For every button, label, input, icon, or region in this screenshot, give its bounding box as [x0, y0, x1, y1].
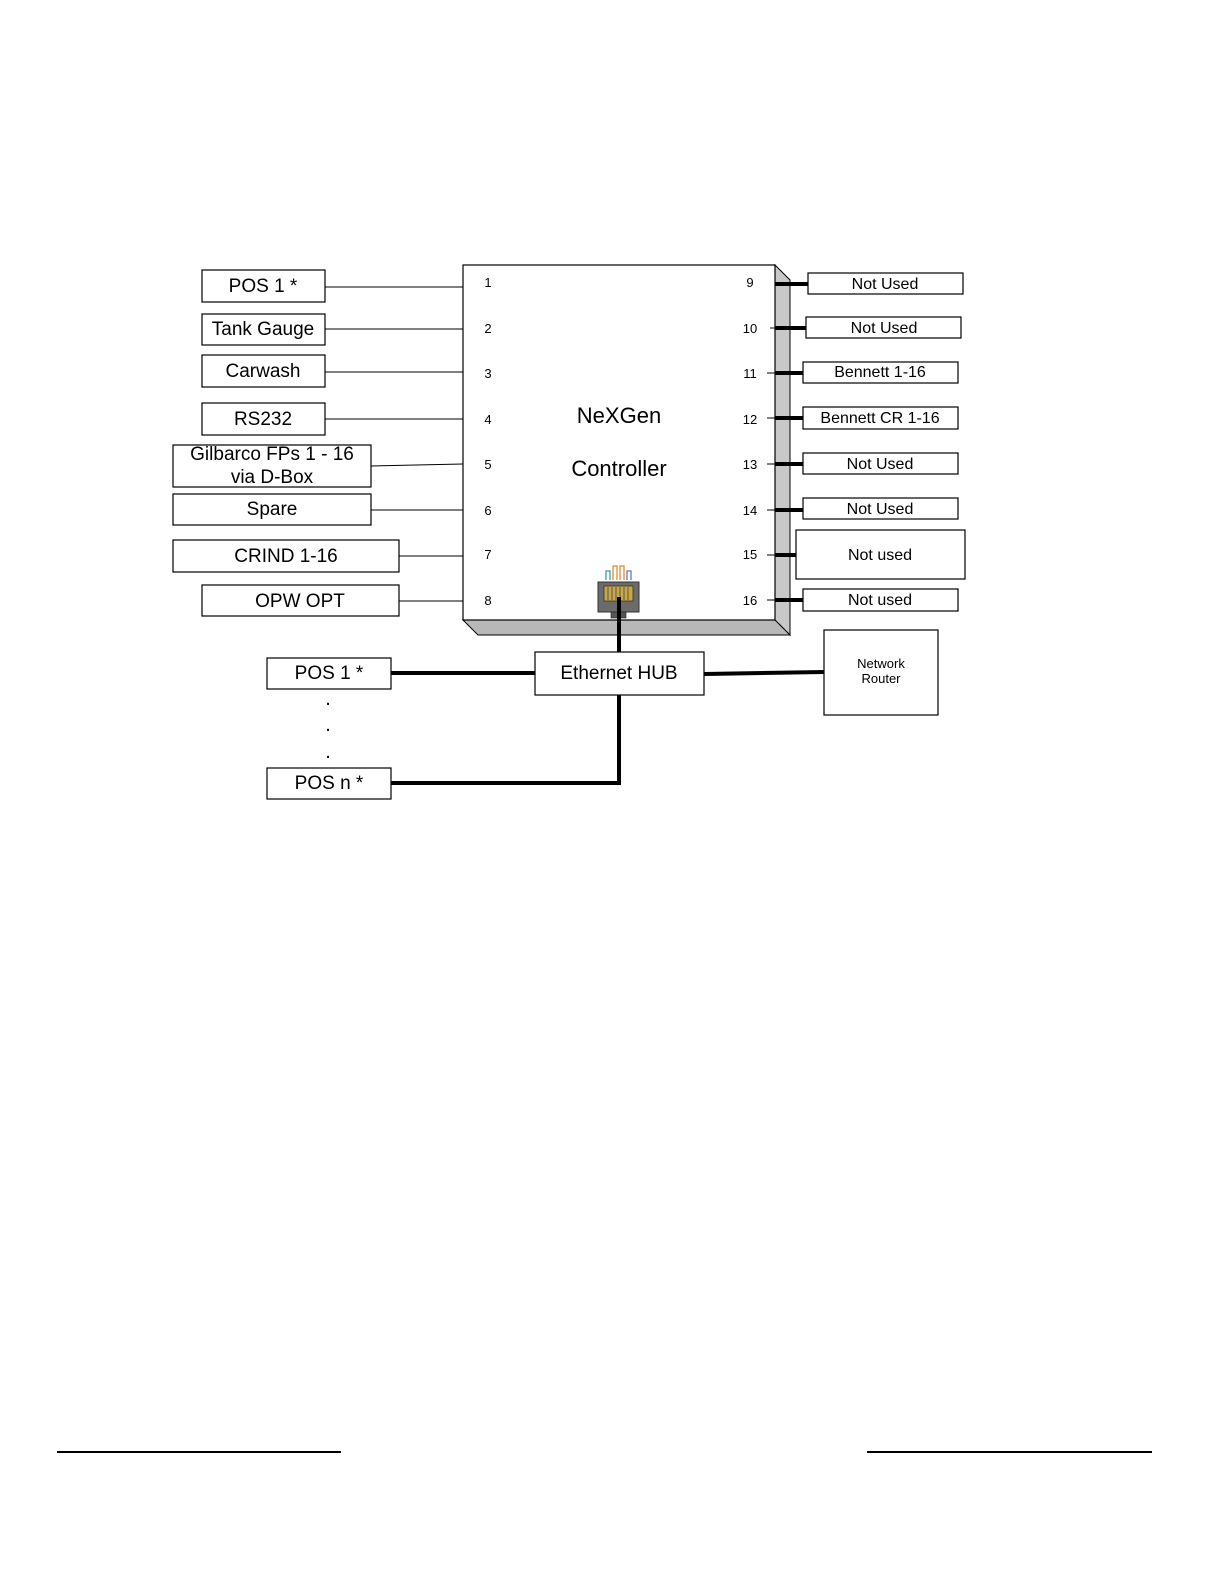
- svg-text:via D-Box: via D-Box: [231, 467, 314, 488]
- port-number: 1: [484, 275, 491, 290]
- svg-text:RS232: RS232: [234, 409, 292, 430]
- svg-text:CRIND 1-16: CRIND 1-16: [234, 546, 337, 567]
- port-number: 3: [484, 366, 491, 381]
- port-number: 2: [484, 321, 491, 336]
- svg-text:Not used: Not used: [848, 592, 912, 609]
- ellipsis-dot: .: [325, 714, 331, 736]
- port-number: 10: [743, 321, 757, 336]
- device-box: Not used: [767, 589, 958, 611]
- device-box: Not Used: [775, 273, 963, 294]
- svg-text:Bennett CR 1-16: Bennett CR 1-16: [820, 410, 939, 427]
- svg-text:Gilbarco FPs 1 - 16: Gilbarco FPs 1 - 16: [190, 444, 354, 465]
- port-number: 9: [746, 275, 753, 290]
- right-devices: Not Used Not Used Bennett 1-16 Bennett C…: [767, 273, 965, 611]
- device-box: Tank Gauge: [202, 314, 463, 345]
- footer-rule-right: [867, 1451, 1152, 1453]
- port-number: 14: [743, 503, 757, 518]
- svg-text:Carwash: Carwash: [226, 361, 301, 382]
- router-label-2: Router: [861, 671, 901, 686]
- svg-text:Tank Gauge: Tank Gauge: [212, 319, 314, 340]
- svg-text:Not Used: Not Used: [847, 456, 914, 473]
- network-router: Network Router: [824, 630, 938, 715]
- device-box: Spare: [173, 494, 463, 525]
- left-devices: POS 1 * Tank Gauge Carwash RS232 Gilbarc…: [173, 270, 463, 616]
- pos-last-label: POS n *: [295, 773, 364, 794]
- device-box: Not Used: [767, 453, 958, 474]
- controller-title-2: Controller: [571, 456, 666, 481]
- port-number: 8: [484, 593, 491, 608]
- port-number: 7: [484, 547, 491, 562]
- device-box: Not used: [767, 530, 965, 579]
- ethernet-hub-label: Ethernet HUB: [560, 663, 677, 684]
- svg-text:Not Used: Not Used: [851, 320, 918, 337]
- footer-rule-left: [57, 1451, 341, 1453]
- device-box: RS232: [202, 403, 463, 435]
- svg-text:POS 1 *: POS 1 *: [229, 276, 298, 297]
- pos-terminal-last: POS n *: [267, 768, 391, 799]
- device-box: OPW OPT: [202, 585, 463, 616]
- ellipsis-dot: .: [325, 741, 331, 763]
- svg-text:Not used: Not used: [848, 547, 912, 564]
- port-number: 5: [484, 457, 491, 472]
- port-number: 13: [743, 457, 757, 472]
- device-box: POS 1 *: [202, 270, 463, 302]
- svg-text:Not Used: Not Used: [847, 501, 914, 518]
- ethernet-hub: Ethernet HUB: [535, 652, 704, 695]
- port-number: 11: [743, 366, 757, 381]
- port-number: 12: [743, 412, 757, 427]
- svg-text:Not Used: Not Used: [852, 276, 919, 293]
- device-box: Bennett CR 1-16: [767, 407, 958, 429]
- pos-first-label: POS 1 *: [295, 663, 364, 684]
- pos-terminal-first: POS 1 *: [267, 658, 391, 689]
- device-box: CRIND 1-16: [173, 540, 463, 572]
- svg-text:Spare: Spare: [247, 499, 298, 520]
- router-label-1: Network: [857, 656, 905, 671]
- ellipsis-dot: .: [325, 688, 331, 710]
- svg-text:Bennett 1-16: Bennett 1-16: [834, 364, 926, 381]
- device-box: Bennett 1-16: [767, 362, 958, 383]
- controller-title-1: NeXGen: [577, 403, 661, 428]
- device-box: Not Used: [767, 498, 958, 519]
- device-box: Carwash: [202, 355, 463, 387]
- port-number: 15: [743, 547, 757, 562]
- port-number: 6: [484, 503, 491, 518]
- port-number: 4: [484, 412, 491, 427]
- svg-text:OPW OPT: OPW OPT: [255, 591, 345, 612]
- port-number: 16: [743, 593, 757, 608]
- device-box: Not Used: [770, 317, 961, 338]
- device-box: Gilbarco FPs 1 - 16 via D-Box: [173, 444, 463, 488]
